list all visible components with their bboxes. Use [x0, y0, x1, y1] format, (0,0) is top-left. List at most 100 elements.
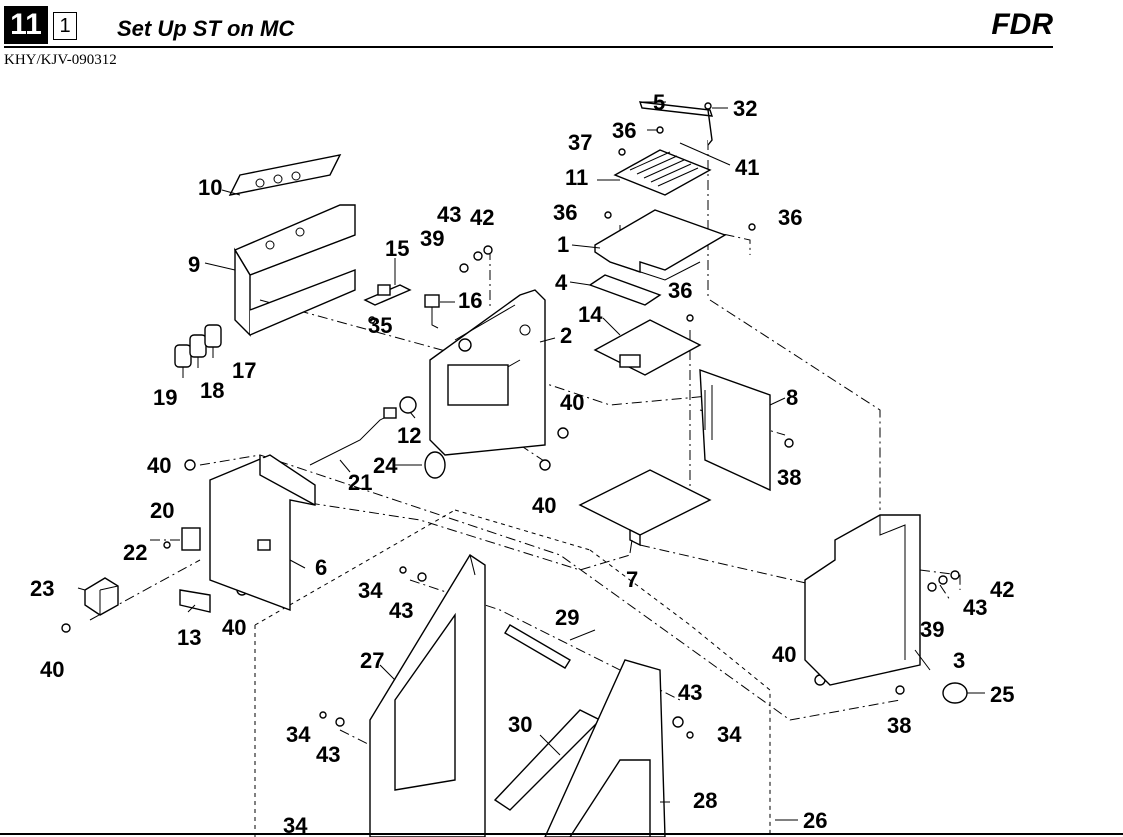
part-39-screw: [459, 263, 469, 273]
part-2-side-plate: [429, 289, 546, 456]
part-32-screw: [704, 102, 712, 110]
part-38-screw-b: [895, 685, 905, 695]
part-6-bracket: [209, 454, 316, 612]
callout-32: 32: [733, 96, 757, 121]
callout-5: 5: [653, 90, 665, 115]
parts-17-18-19-knobs: [174, 324, 222, 378]
callout-6: 6: [315, 555, 327, 580]
callout-9: 9: [188, 252, 200, 277]
part-40-screw-a: [557, 427, 569, 439]
part-29-shaft: [504, 624, 571, 669]
callout-37: 37: [568, 130, 592, 155]
callout-43: 43: [316, 742, 340, 767]
callout-28: 28: [693, 788, 717, 813]
callout-35: 35: [368, 313, 392, 338]
callout-42: 42: [470, 205, 494, 230]
callout-34: 34: [358, 578, 383, 603]
section-number: 11: [4, 6, 48, 44]
callout-38: 38: [887, 713, 911, 738]
part-38-screw-a: [784, 438, 794, 448]
part-23-bracket: [84, 577, 119, 616]
part-37-screw: [618, 148, 626, 156]
callout-labels: 5 32 36 37 41 11 36 36 1 4 36 14 2 10 9 …: [30, 90, 1014, 837]
callout-10: 10: [198, 175, 222, 200]
part-27-left-frame: [369, 554, 486, 837]
part-34-screw-a: [399, 566, 407, 574]
callout-15: 15: [385, 236, 409, 261]
callout-40: 40: [772, 642, 796, 667]
part-28-right-frame: [544, 659, 666, 837]
callout-14: 14: [578, 302, 603, 327]
callout-13: 13: [177, 625, 201, 650]
part-4-rail: [588, 274, 662, 306]
callout-8: 8: [786, 385, 798, 410]
callout-38: 38: [777, 465, 801, 490]
part-3-side-plate: [804, 514, 921, 686]
callout-40: 40: [147, 453, 171, 478]
part-43-washer: [473, 251, 483, 261]
callout-41: 41: [735, 155, 759, 180]
callout-43: 43: [437, 202, 461, 227]
callout-27: 27: [360, 648, 384, 673]
part-25-cap: [942, 682, 968, 704]
callout-12: 12: [397, 423, 421, 448]
part-43-washer-d: [335, 717, 345, 727]
callout-4: 4: [555, 270, 568, 295]
callout-39: 39: [420, 226, 444, 251]
part-16-cable: [424, 294, 440, 329]
part-22-screw: [163, 541, 171, 549]
part-39-screw-b: [927, 582, 937, 592]
callout-34: 34: [286, 722, 311, 747]
callout-7: 7: [626, 567, 638, 592]
callout-36: 36: [668, 278, 692, 303]
header-rule: [4, 46, 1053, 48]
callout-30: 30: [508, 712, 532, 737]
callout-16: 16: [458, 288, 482, 313]
callout-19: 19: [153, 385, 177, 410]
callout-25: 25: [990, 682, 1014, 707]
part-34-screw-b: [319, 711, 327, 719]
part-5-bar: [638, 101, 714, 146]
callout-43: 43: [963, 595, 987, 620]
callout-21: 21: [348, 470, 372, 495]
leader-lines: [77, 101, 985, 821]
part-42-washer: [483, 245, 493, 255]
callout-3: 3: [953, 648, 965, 673]
callout-1: 1: [557, 232, 569, 257]
callout-24: 24: [373, 453, 398, 478]
part-9-bracket: [233, 204, 356, 337]
part-35-screw: [368, 316, 376, 324]
callout-43: 43: [389, 598, 413, 623]
part-36-screw-d: [686, 314, 694, 322]
callout-36: 36: [778, 205, 802, 230]
callout-29: 29: [555, 605, 579, 630]
callout-40: 40: [532, 493, 556, 518]
callout-43: 43: [678, 680, 702, 705]
part-14-board: [593, 319, 702, 376]
sub-number: 1: [53, 12, 77, 40]
part-43-washer-b: [938, 575, 948, 585]
callout-40: 40: [40, 657, 64, 682]
callout-26: 26: [803, 808, 827, 833]
callout-18: 18: [200, 378, 224, 403]
callout-17: 17: [232, 358, 256, 383]
part-15-switch-board: [363, 284, 412, 306]
part-34-screw-c: [686, 731, 694, 739]
part-26-boundary: [254, 509, 771, 837]
callout-11: 11: [565, 165, 588, 190]
part-11-plate: [613, 149, 712, 196]
callout-36: 36: [612, 118, 636, 143]
page-title: Set Up ST on MC: [117, 16, 295, 41]
callout-42: 42: [990, 577, 1014, 602]
part-43-washer-c: [417, 572, 427, 582]
part-36-screw-b: [604, 211, 612, 219]
part-12-grommet: [399, 396, 417, 414]
part-40-screw-e: [61, 623, 71, 633]
callout-40: 40: [222, 615, 246, 640]
callout-20: 20: [150, 498, 174, 523]
part-24-bushing: [424, 451, 446, 479]
callout-39: 39: [920, 617, 944, 642]
part-13-label: [179, 589, 211, 613]
part-40-screw-c: [184, 459, 196, 471]
